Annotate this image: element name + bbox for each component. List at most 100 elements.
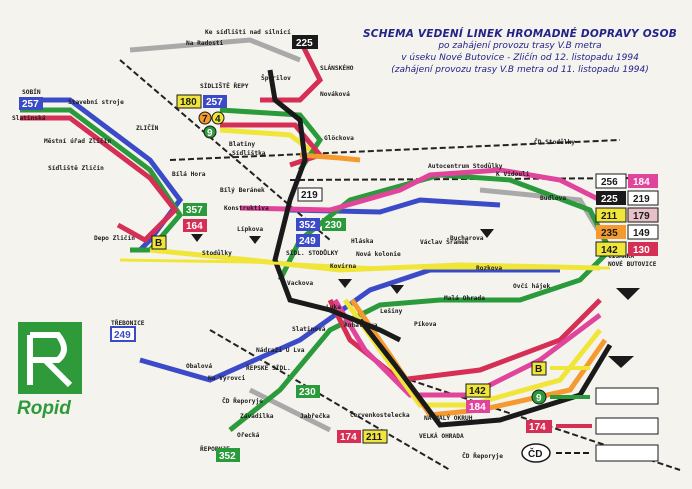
legend-box-130: [628, 242, 658, 256]
station-label: TŘEBONICE: [111, 318, 145, 327]
route-red-south: [327, 298, 602, 383]
station-label: NOVÉ BUTOVICE: [608, 259, 657, 268]
line-box-174: [337, 430, 361, 443]
line-box-249: [296, 234, 320, 247]
line-box-label: 352: [219, 451, 236, 462]
legend-label: 184: [633, 177, 650, 188]
line-box-352: [296, 218, 320, 231]
line-box-label: 219: [301, 190, 318, 201]
legend-label: 235: [601, 228, 618, 239]
tram-vehicle-icon: [595, 387, 659, 405]
station-label: Píkova: [414, 320, 437, 328]
station-label: Sídlištka: [232, 149, 266, 157]
line-box-label: 352: [299, 220, 316, 231]
legend-label: 219: [633, 194, 650, 205]
cd-logo-icon: [521, 443, 551, 463]
station-label: Luka: [326, 304, 341, 311]
station-label: Konstruktiva: [224, 204, 269, 212]
legend-box-149: [627, 224, 659, 240]
line-box-label: 184: [469, 402, 486, 413]
station-label: Ořecká: [237, 431, 260, 439]
ropid-logo: [18, 322, 82, 394]
route-green-loop: [228, 172, 614, 432]
line-box-label: 7: [202, 114, 208, 125]
metro-icon: [608, 356, 634, 368]
station-label: Stodůlky: [202, 248, 232, 257]
station-label: Václav Šrámek: [420, 237, 469, 246]
station-label: Hláska: [351, 237, 374, 245]
tram-circle-7: [198, 111, 212, 125]
station-label: Obalová: [186, 362, 212, 370]
legend-box-256: [595, 173, 627, 189]
station-labels: Na Radosti Ke sídlišti nad silnicí SÍDLI…: [12, 28, 657, 460]
line-boxes: 225 180 257 257 7 4 9 219 357 164 352 23…: [19, 35, 491, 462]
station-label: SÍDLIŠTĚ ŘEPY: [200, 81, 249, 90]
line-box-257-sobin: [19, 97, 43, 110]
route-red-north: [260, 38, 324, 103]
route-gray-top: [129, 37, 301, 63]
station-label: ČD Řeporyje: [222, 396, 263, 405]
station-label: Bílý Beránek: [220, 186, 265, 194]
station-label: ŘEPSKÉ SÍDL.: [246, 363, 291, 372]
route-red-west: [20, 115, 179, 244]
legend-label: 225: [601, 194, 618, 205]
line-box-219: [297, 187, 323, 202]
station-label: Nová kolonie: [356, 250, 401, 258]
station-label: ŘEPORYJE: [200, 444, 230, 453]
station-label: ČD Stodůlky: [534, 137, 575, 146]
tram-circle-9: [203, 125, 217, 139]
line-box-211: [362, 429, 388, 444]
legend-label: 174: [529, 422, 546, 433]
route-pink-south: [332, 298, 602, 398]
train-vehicle-icon: [595, 444, 659, 462]
metro-icon: [390, 285, 404, 294]
station-label: Depo Zličín: [94, 234, 135, 242]
station-label: Bílá Hora: [172, 170, 206, 178]
station-label: Červenkostelecka: [350, 410, 410, 419]
metro-box-b: [151, 235, 167, 250]
route-black-225: [267, 69, 402, 343]
station-label: Kovírna: [330, 262, 356, 270]
rail-line-south: [209, 329, 451, 471]
station-label: Rozkova: [476, 265, 502, 272]
legend-box-219: [627, 190, 659, 206]
line-box-180: [176, 94, 202, 109]
line-box-label: 257: [22, 99, 39, 110]
station-label: Ke sídlišti nad silnicí: [205, 28, 291, 36]
line-box-label: 180: [180, 97, 197, 108]
line-box-230-low: [296, 385, 320, 398]
metro-icon: [249, 236, 261, 244]
route-gray-south: [248, 387, 332, 433]
station-label: ČD Řeporyje: [462, 451, 503, 460]
station-label: Jabřečka: [300, 412, 330, 420]
station-label: K Vidouli: [496, 170, 530, 178]
metro-markers: [191, 229, 640, 368]
metro-icon: [616, 288, 640, 300]
legend-label: 142: [601, 245, 618, 256]
station-label: Anhaltova: [344, 322, 378, 329]
line-box-257: [203, 95, 227, 108]
title-line-3: v úseku Nové Butovice - Zličín od 12. li…: [401, 53, 639, 63]
bus-vehicle-icon: [595, 417, 659, 435]
line-box-label: 357: [186, 205, 203, 216]
metro-icon: [191, 234, 203, 242]
legend-box-211: [595, 207, 627, 223]
line-box-142: [465, 383, 491, 398]
route-black-south: [358, 318, 613, 428]
line-box-label: 164: [186, 221, 203, 232]
legend-metro-b-box: [531, 361, 547, 376]
station-label: Glöckova: [324, 135, 354, 142]
legend-right: 256 184 225 219 211 179 235 149 142 130: [595, 173, 659, 257]
station-label: Lešiny: [380, 307, 403, 315]
legend-box-235: [596, 225, 626, 239]
legend-label: ČD: [528, 447, 542, 460]
legend-bus-box: [526, 420, 552, 433]
ropid-r-glyph: [27, 332, 73, 388]
line-box-164: [183, 219, 207, 232]
title-line-1: SCHEMA VEDENÍ LINEK HROMADNÉ DOPRAVY OSO…: [363, 28, 677, 40]
route-orange-glockova: [299, 152, 361, 163]
station-label: Nováková: [320, 90, 350, 98]
station-label: Na Výrovci: [208, 374, 246, 382]
